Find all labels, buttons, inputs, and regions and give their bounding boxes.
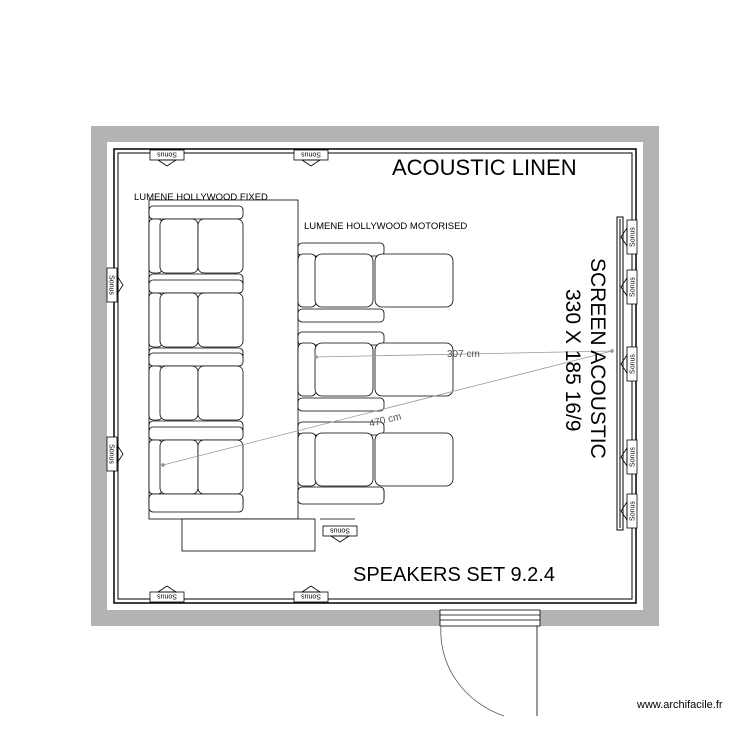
dimension-text-rear: 470 cm [368,411,402,430]
title-label: ACOUSTIC LINEN [392,155,577,180]
speaker-icon: Sonus [149,585,185,603]
motorised-seat [314,253,374,308]
fixed-seat [197,292,244,348]
speaker-label: Sonus [157,151,177,158]
dimension-marker-screen-start [314,355,318,359]
motorised-seat-front-roll [297,397,385,412]
fixed-seat-backrest [148,352,244,367]
speaker-label: Sonus [301,593,321,600]
motorised-row-label: LUMENE HOLLYWOOD MOTORISED [304,221,467,232]
fixed-seat [197,439,244,495]
motorised-seat-footrest [374,253,454,308]
speaker-label: Sonus [630,447,637,467]
motorised-seat-front-roll [297,486,385,505]
fixed-row-step [181,518,316,552]
speaker-icon: Sonus [620,269,638,305]
watermark: www.archifacile.fr [636,699,723,711]
speaker-icon: Sonus [106,267,124,303]
door-swing-arc [440,625,505,717]
fixed-seat [159,218,199,274]
motorised-seat-front-roll [297,308,385,323]
screen-label-line2: 330 X 185 16/9 [561,289,584,431]
screen [616,216,624,531]
door-frame [439,609,541,627]
motorised-seating-row [297,242,454,505]
speaker-label: Sonus [630,277,637,297]
dimension-lines [161,349,614,467]
fixed-seat [197,218,244,274]
speaker-icon: Sonus [322,525,358,543]
motorised-seat [314,342,374,397]
speaker-icon: Sonus [149,149,185,167]
dimension-line-rear [162,350,613,466]
speaker-label: Sonus [301,151,321,158]
screen-frame [616,216,624,531]
speaker-icon: Sonus [620,439,638,475]
dimension-line-screen [315,350,613,358]
speaker-label: Sonus [157,593,177,600]
fixed-seating-row [148,199,355,552]
speaker-icon: Sonus [106,436,124,472]
fixed-seat [159,439,199,495]
speaker-label: Sonus [330,527,350,534]
dimension-text-screen: 307 cm [447,349,480,360]
labels: ACOUSTIC LINEN LUMENE HOLLYWOOD FIXED LU… [134,155,723,711]
speaker-icon: Sonus [620,493,638,529]
speaker-icon: Sonus [620,219,638,255]
speaker-label: Sonus [630,501,637,521]
motorised-seat-armrest [297,253,317,308]
speaker-label: Sonus [630,354,637,374]
fixed-seat [197,365,244,421]
fixed-seat-backrest [148,279,244,294]
speaker-label: Sonus [630,227,637,247]
fixed-seat [159,292,199,348]
dimension-marker-rear-start [161,463,165,467]
speakers-label: SPEAKERS SET 9.2.4 [353,564,555,586]
speaker-label: Sonus [108,444,115,464]
speaker-icon: Sonus [293,585,329,603]
speaker-icon: Sonus [620,346,638,382]
fixed-seat-backrest [148,426,244,441]
motorised-seat-armrest [297,342,317,397]
motorised-seat-footrest [374,432,454,487]
motorised-seat-armrest [297,432,317,487]
speaker-icon: Sonus [293,149,329,167]
fixed-seat-footrest [148,493,244,513]
fixed-seat-backrest [148,205,244,220]
fixed-seat [159,365,199,421]
motorised-seat-footrest [374,342,454,397]
motorised-seat [314,432,374,487]
door [439,609,541,717]
screen-label-line1: SCREEN ACOUSTIC [586,258,609,459]
speaker-label: Sonus [108,275,115,295]
fixed-row-label: LUMENE HOLLYWOOD FIXED [134,192,268,203]
